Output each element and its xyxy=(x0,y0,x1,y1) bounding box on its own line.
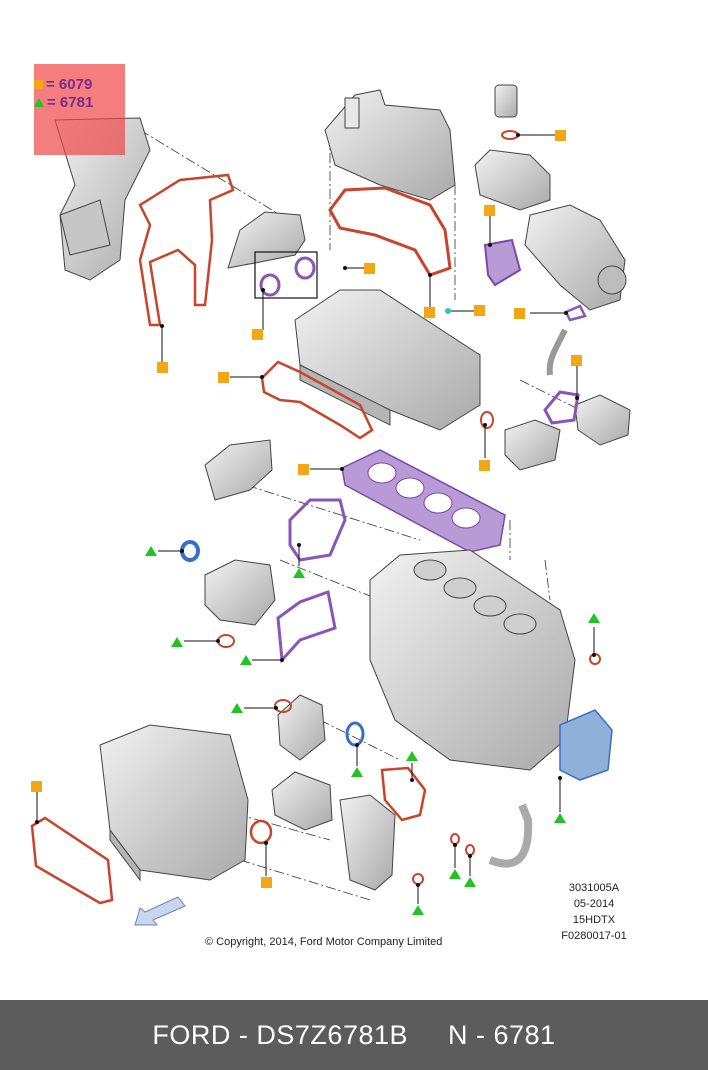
seal-frame xyxy=(254,251,318,299)
turbocharger xyxy=(524,204,627,311)
oil-filter-o-ring xyxy=(412,873,424,885)
coolant-pipe xyxy=(488,803,533,868)
thermostat-gasket xyxy=(543,390,580,425)
legend-item-6079: = 6079 xyxy=(34,76,92,93)
marker-triangle xyxy=(145,546,157,556)
coolant-outlet xyxy=(277,694,326,761)
markers-6781 xyxy=(145,546,600,915)
marker-square xyxy=(364,263,375,274)
marker-square xyxy=(31,781,42,792)
throttle-body xyxy=(271,771,333,831)
ref-date: 05-2014 xyxy=(573,898,615,910)
marker-triangle xyxy=(231,703,243,713)
marker-square xyxy=(484,205,495,216)
camshaft-seal-left xyxy=(259,273,281,297)
cylinder-block xyxy=(369,549,576,771)
hose-o-ring-b xyxy=(465,844,475,856)
marker-triangle xyxy=(406,751,418,761)
marker-square xyxy=(252,329,263,340)
marker-triangle xyxy=(240,655,252,665)
camshaft-seal-right xyxy=(294,256,316,280)
front-direction-arrow xyxy=(134,896,186,926)
ref-engine-code: 15HDTX xyxy=(572,914,616,926)
footer-spacer xyxy=(408,1020,448,1051)
part-number: FORD - DS7Z6781B xyxy=(152,1019,408,1050)
marker-triangle xyxy=(171,637,183,647)
water-pump-gasket xyxy=(288,498,347,562)
turbo-oil-return-pipe xyxy=(546,328,568,376)
turbo-flange-gasket xyxy=(483,238,522,287)
ref-figure-id: F0280017-01 xyxy=(561,930,627,942)
marker-triangle xyxy=(412,905,424,915)
oil-feed-gasket xyxy=(564,304,587,322)
oil-filter-housing xyxy=(339,794,396,891)
marker-square xyxy=(157,362,168,373)
marker-triangle xyxy=(293,568,305,578)
triangle-marker-icon xyxy=(34,98,44,107)
marker-square xyxy=(571,355,582,366)
oil-pan-gasket xyxy=(30,816,114,905)
thermostat-housing xyxy=(504,394,631,471)
oil-seal-front xyxy=(180,540,200,562)
callout-leaders xyxy=(35,133,596,904)
vacuum-pump xyxy=(474,84,551,211)
timing-cover xyxy=(54,117,151,281)
vacuum-pump-o-ring xyxy=(501,130,519,140)
exploded-engine-diagram xyxy=(30,84,631,926)
coolant-outlet-o-ring xyxy=(274,699,292,713)
intake-manifold-gasket xyxy=(260,360,374,440)
reference-codes: 3031005A 05-2014 15HDTX F0280017-01 xyxy=(548,880,640,944)
oil-pan-engine xyxy=(99,724,249,882)
oil-pump-gasket xyxy=(276,590,337,664)
marker-square xyxy=(424,307,435,318)
marker-square xyxy=(514,308,525,319)
legend-label: = 6781 xyxy=(47,94,94,111)
marker-square xyxy=(555,130,566,141)
legend: = 6079 = 6781 xyxy=(34,64,125,155)
marker-triangle xyxy=(464,877,476,887)
timing-cover-gasket xyxy=(138,173,235,327)
part-group: N - 6781 xyxy=(448,1019,556,1050)
marker-square xyxy=(474,305,485,316)
square-marker-icon xyxy=(34,80,43,89)
marker-square xyxy=(261,877,272,888)
cylinder-head-gasket xyxy=(341,449,506,553)
water-pump xyxy=(204,439,273,501)
front-cover-plate xyxy=(227,211,306,269)
marker-triangle xyxy=(588,613,600,623)
legend-item-6781: = 6781 xyxy=(34,94,93,111)
thermostat-seal-ring xyxy=(345,721,365,747)
oil-pump-o-ring xyxy=(217,634,235,648)
markers-6079 xyxy=(31,130,582,888)
oil-pump xyxy=(204,559,276,626)
copyright-notice: © Copyright, 2014, Ford Motor Company Li… xyxy=(205,936,443,948)
marker-square xyxy=(479,460,490,471)
marker-triangle xyxy=(449,869,461,879)
rear-main-seal-carrier xyxy=(559,709,613,781)
legend-label: = 6079 xyxy=(46,76,93,93)
marker-triangle xyxy=(554,813,566,823)
cylinder-head-cover xyxy=(324,89,456,201)
oil-filter-adapter-gasket xyxy=(380,766,427,822)
part-footer-bar: FORD - DS7Z6781B N - 6781 xyxy=(0,1000,708,1070)
marker-square xyxy=(218,372,229,383)
water-outlet-seal xyxy=(480,411,494,429)
hose-o-ring-a xyxy=(450,833,460,845)
head-cover-gasket xyxy=(328,186,452,277)
throttle-body-seal xyxy=(249,819,273,845)
cylinder-head xyxy=(294,289,481,431)
marker-triangle xyxy=(351,767,363,777)
marker-square xyxy=(298,464,309,475)
vent-valve-dot xyxy=(445,308,451,314)
ref-code: 3031005A xyxy=(568,882,620,894)
